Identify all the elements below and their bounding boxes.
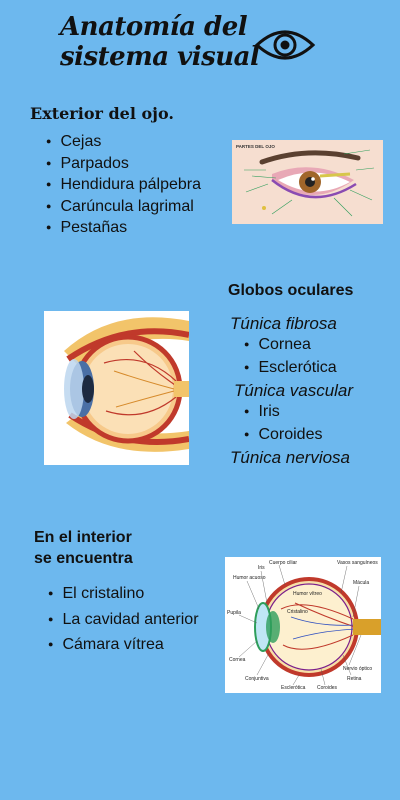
list-item: La cavidad anterior xyxy=(48,608,198,634)
label-cuerpo-ciliar: Cuerpo ciliar xyxy=(269,560,297,566)
tunica-vascular-title: Túnica vascular xyxy=(234,381,354,400)
label-iris: Iris xyxy=(258,565,265,571)
title-line-1: Anatomía del xyxy=(60,12,248,42)
tunica-vascular-list: Iris Coroides xyxy=(244,401,322,447)
list-item: El cristalino xyxy=(48,582,199,608)
label-retina: Retina xyxy=(347,676,362,682)
exterior-list: Cejas Parpados Hendidura pálpebra Carúnc… xyxy=(46,132,201,240)
tunica-fibrosa-list: Cornea Esclerótica xyxy=(244,334,337,380)
interior-list: El cristalino La cavidad anterior Cámara… xyxy=(48,582,199,659)
internal-eye-diagram: Cuerpo ciliar Vasos sanguíneos Humor acu… xyxy=(225,557,381,693)
page-title: Anatomía del sistema visual xyxy=(60,12,260,72)
tunica-nerviosa-title: Túnica nerviosa xyxy=(230,448,351,467)
external-eye-title: PARTES DEL OJO xyxy=(236,144,275,149)
label-conjuntiva: Conjuntiva xyxy=(245,676,269,682)
label-pupila: Pupila xyxy=(227,610,241,616)
list-item: Iris xyxy=(244,401,322,424)
tunica-fibrosa-title: Túnica fibrosa xyxy=(230,314,337,333)
label-coroides: Coroides xyxy=(317,685,338,691)
external-eye-image: PARTES DEL OJO xyxy=(232,140,383,224)
list-item: Cámara vítrea xyxy=(48,633,199,659)
label-cornea: Cornea xyxy=(229,657,246,663)
label-esclerotica: Esclerótica xyxy=(281,685,306,691)
exterior-heading: Exterior del ojo. xyxy=(30,104,174,123)
label-vasos: Vasos sanguíneos xyxy=(337,560,378,566)
list-item: Carúncula lagrimal xyxy=(46,197,201,219)
list-item: Coroides xyxy=(244,424,322,447)
interior-heading: En el interior se encuentra xyxy=(34,527,133,569)
list-item: Pestañas xyxy=(46,218,201,240)
label-humor-acuoso: Humor acuoso xyxy=(233,575,266,581)
list-item: Cejas xyxy=(46,132,201,154)
label-macula: Mácula xyxy=(353,580,369,586)
label-cristalino: Cristalino xyxy=(287,609,308,615)
eyeball-cross-section-image xyxy=(44,311,189,465)
label-nervio: Nervio óptico xyxy=(343,666,372,672)
eye-icon xyxy=(254,30,316,60)
list-item: Cornea xyxy=(244,334,337,357)
interior-heading-line-2: se encuentra xyxy=(34,550,133,567)
list-item: Esclerótica xyxy=(244,357,336,380)
label-humor-vitreo: Humor vítreo xyxy=(293,591,322,597)
list-item: Parpados xyxy=(46,154,201,176)
list-item: Hendidura pálpebra xyxy=(46,175,201,197)
globos-heading: Globos oculares xyxy=(228,282,354,299)
interior-heading-line-1: En el interior xyxy=(34,529,132,546)
title-line-2: sistema visual xyxy=(60,42,260,72)
